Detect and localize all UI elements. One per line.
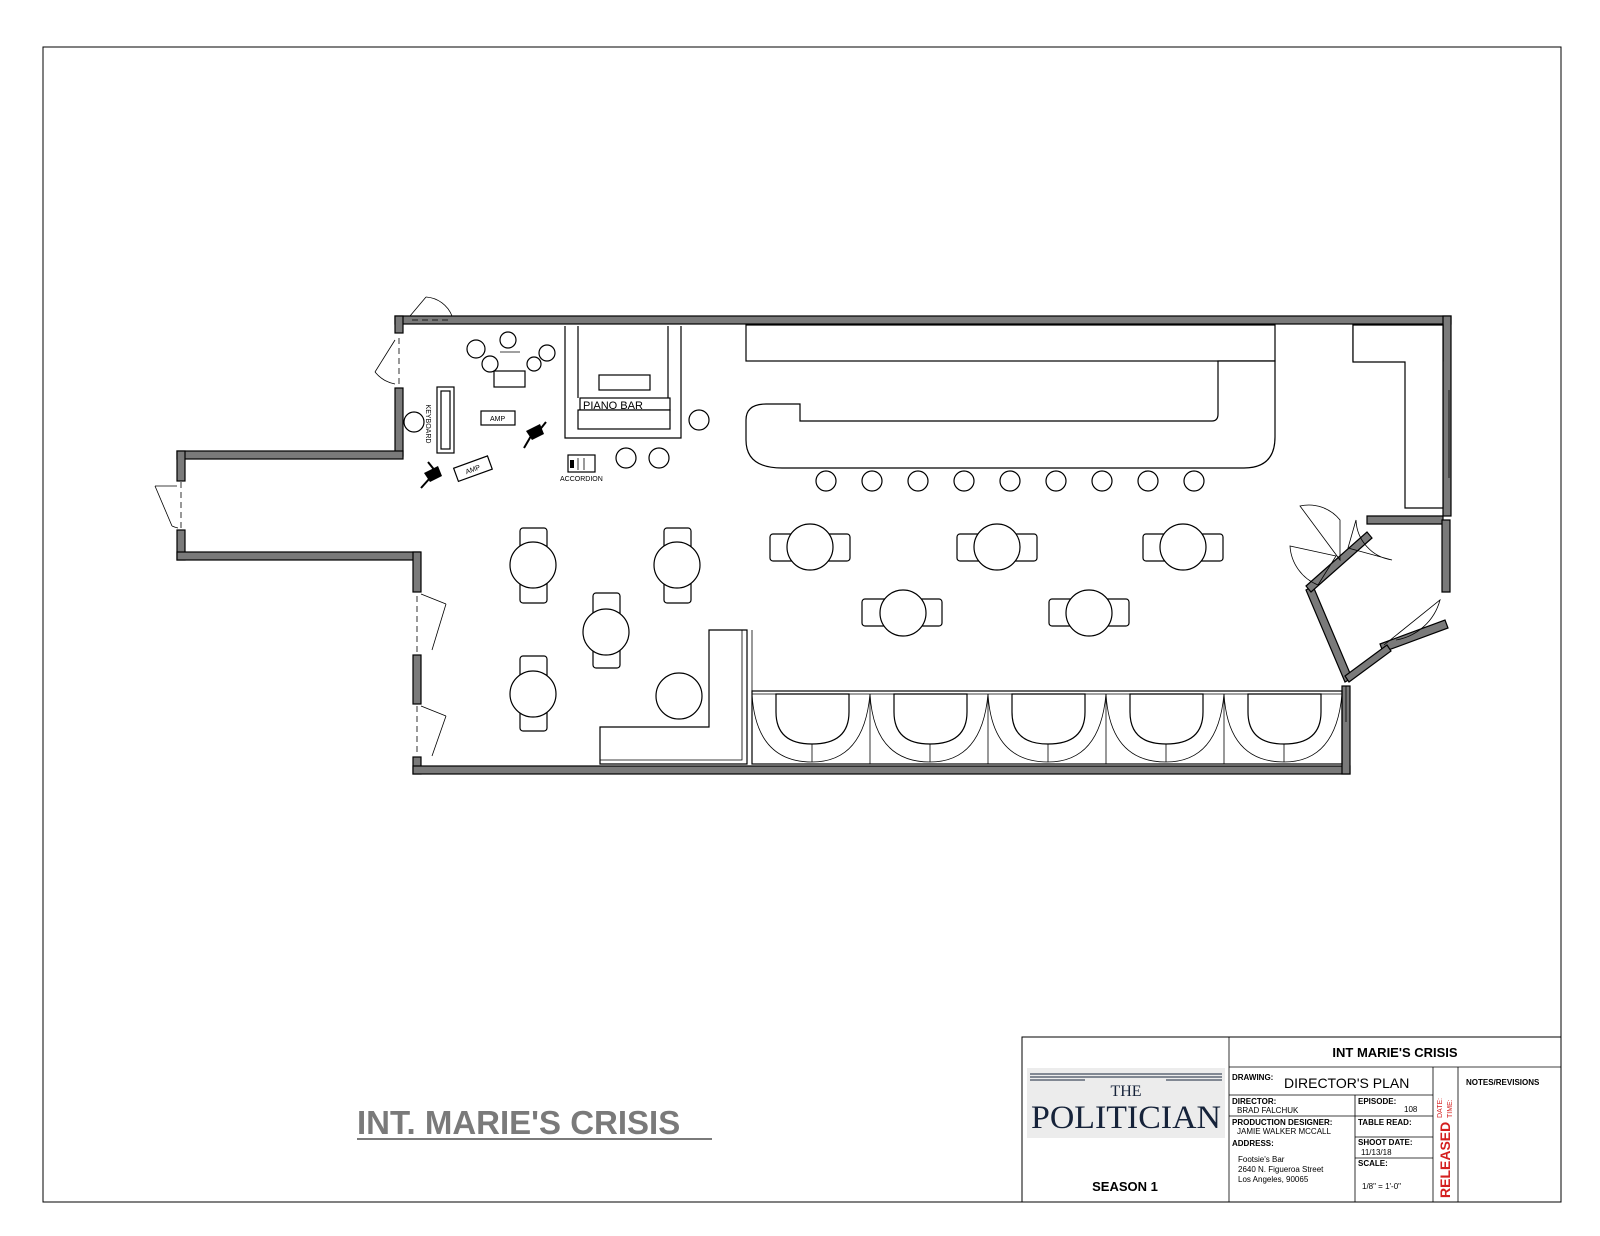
episode-value: 108 xyxy=(1404,1105,1418,1114)
standalone-table xyxy=(655,672,703,720)
drum-kit xyxy=(466,331,556,388)
pd-label: PRODUCTION DESIGNER: xyxy=(1232,1118,1332,1127)
scale-value: 1/8" = 1'-0" xyxy=(1362,1182,1401,1191)
director-label: DIRECTOR: xyxy=(1232,1097,1276,1106)
amp-2-label: AMP xyxy=(465,464,482,476)
booth xyxy=(987,693,1107,764)
dining-table xyxy=(769,523,851,571)
booths xyxy=(751,690,1343,765)
accordion-label: ACCORDION xyxy=(560,476,603,483)
shoot-date-value: 11/13/18 xyxy=(1361,1148,1392,1157)
table-read-label: TABLE READ: xyxy=(1358,1118,1412,1127)
amp-1-label: AMP xyxy=(490,416,506,423)
shoot-date-label: SHOOT DATE: xyxy=(1358,1138,1413,1147)
dining-table xyxy=(861,589,943,637)
bar-counter xyxy=(745,324,1444,509)
address-line3: Los Angeles, 90065 xyxy=(1238,1175,1309,1184)
plan-title: INT. MARIE'S CRISIS xyxy=(357,1104,680,1141)
dining-table xyxy=(1048,589,1130,637)
accordion: ACCORDION xyxy=(560,454,603,483)
floor-plan: PIANO BAR KEYBOARD xyxy=(154,296,1452,775)
booth xyxy=(1223,693,1343,763)
dining-table xyxy=(509,655,557,732)
address-line1: Footsie's Bar xyxy=(1238,1155,1285,1164)
address-label: ADDRESS: xyxy=(1232,1139,1274,1148)
dining-table xyxy=(1142,523,1224,571)
dining-table xyxy=(653,527,701,604)
drawing-label: DRAWING: xyxy=(1232,1073,1273,1082)
logo-the: THE xyxy=(1110,1083,1141,1100)
amp-1: AMP xyxy=(480,410,516,426)
l-banquette xyxy=(599,629,753,765)
keyboard-label: KEYBOARD xyxy=(424,405,431,444)
date-label: DATE: xyxy=(1437,1098,1444,1118)
title-block: THE POLITICIAN SEASON 1 INT MARIE'S CRIS… xyxy=(1021,1036,1562,1203)
scene-title: INT MARIE'S CRISIS xyxy=(1332,1045,1457,1060)
dining-table xyxy=(509,527,557,604)
episode-label: EPISODE: xyxy=(1358,1097,1396,1106)
pd-value: JAMIE WALKER MCCALL xyxy=(1237,1127,1331,1136)
mic-stand-2 xyxy=(420,461,442,489)
booth xyxy=(1105,693,1225,764)
sheet-border xyxy=(42,46,1562,1203)
dining-table xyxy=(582,592,630,669)
released-stamp: RELEASED xyxy=(1437,1122,1453,1198)
scale-label: SCALE: xyxy=(1358,1159,1388,1168)
address-line2: 2640 N. Figueroa Street xyxy=(1238,1165,1324,1174)
right-dining-tables xyxy=(769,523,1224,637)
season-label: SEASON 1 xyxy=(1092,1179,1158,1194)
booth xyxy=(751,693,871,764)
drawing-value: DIRECTOR'S PLAN xyxy=(1284,1075,1409,1091)
time-label: TIME: xyxy=(1447,1099,1454,1118)
dining-table xyxy=(956,523,1038,571)
director-value: BRAD FALCHUK xyxy=(1237,1106,1299,1115)
booth xyxy=(869,693,989,764)
amp-2: AMP xyxy=(452,455,494,483)
keyboard: KEYBOARD xyxy=(424,386,455,454)
band-area: KEYBOARD AMP AMP xyxy=(420,331,603,489)
logo-politician: POLITICIAN xyxy=(1031,1100,1221,1136)
piano-bar: PIANO BAR xyxy=(403,326,710,469)
notes-revisions-label: NOTES/REVISIONS xyxy=(1466,1078,1540,1087)
mic-stand-1 xyxy=(523,421,547,449)
piano-bar-label: PIANO BAR xyxy=(583,400,643,412)
doors xyxy=(154,296,1450,757)
bar-stools xyxy=(815,470,1205,492)
left-dining-tables xyxy=(509,527,703,732)
